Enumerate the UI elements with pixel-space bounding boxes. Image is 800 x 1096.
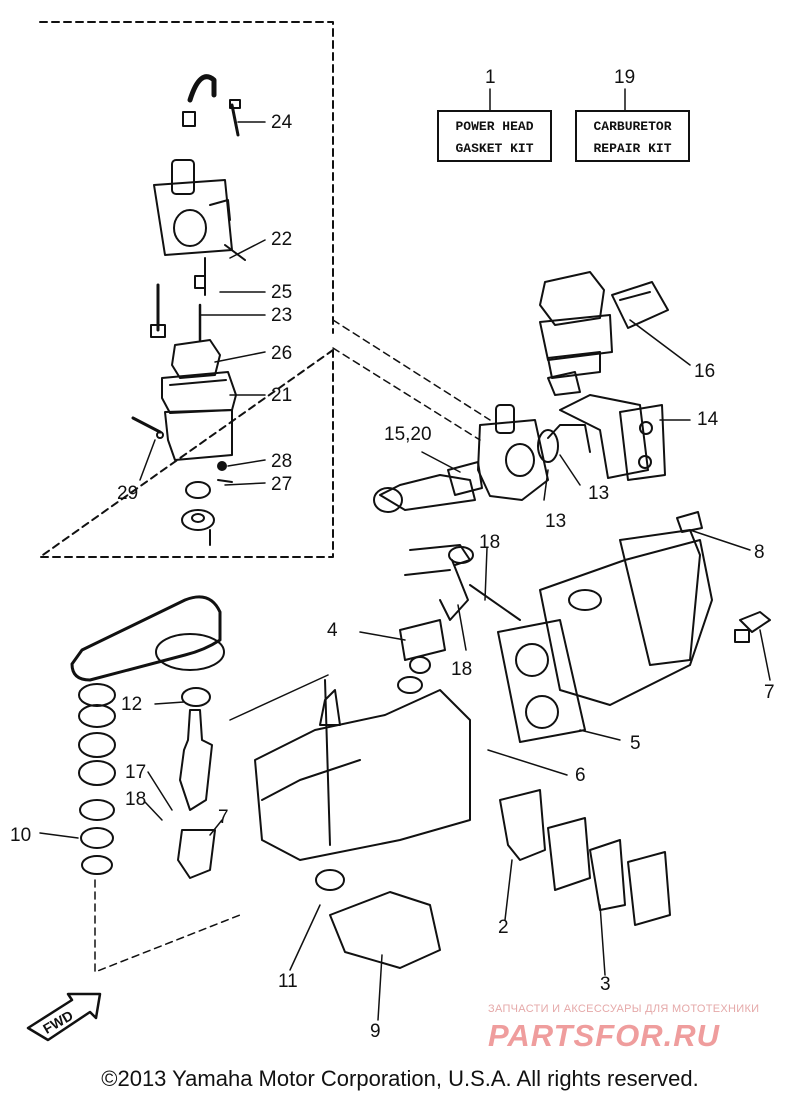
- exhaust-gasket-outer: [499, 789, 546, 861]
- exhaust-cover: [547, 817, 591, 891]
- callout-10: 10: [10, 825, 32, 846]
- callout-7: 7: [218, 807, 229, 828]
- callout-2: 2: [498, 917, 509, 938]
- callout-18: 18: [479, 532, 501, 553]
- callout-8: 8: [754, 542, 765, 563]
- callout-3: 3: [600, 974, 611, 995]
- callout-16: 16: [694, 361, 716, 382]
- callout-7: 7: [764, 682, 775, 703]
- cylinder-head-drawing: [404, 511, 771, 743]
- intake-assembly-drawing: [373, 271, 669, 513]
- exhaust-gasket-inner: [589, 839, 626, 911]
- callout-5: 5: [630, 733, 641, 754]
- callout-28: 28: [271, 451, 293, 472]
- kit-line-2: REPAIR KIT: [593, 141, 672, 156]
- detail-leader-top: [332, 319, 491, 421]
- callout-12: 12: [121, 694, 143, 715]
- callout-25: 25: [271, 282, 293, 303]
- callout-15-20: 15,20: [384, 424, 432, 445]
- callout-11: 11: [278, 971, 298, 992]
- callout-26: 26: [271, 343, 293, 364]
- callout-27: 27: [271, 474, 293, 495]
- copyright-notice: ©2013 Yamaha Motor Corporation, U.S.A. A…: [101, 1066, 699, 1091]
- callout-1: 1: [485, 67, 496, 88]
- callout-14: 14: [697, 409, 719, 430]
- callout-18: 18: [125, 789, 147, 810]
- fwd-arrow: [26, 992, 102, 1042]
- watermark-logo: PARTSFOR.RU: [488, 1018, 721, 1053]
- crankcase-drawing: [254, 619, 471, 891]
- crankshaft-drawing: [177, 687, 216, 879]
- base-gasket: [329, 891, 441, 969]
- carburetor-body-drawing: [131, 74, 246, 546]
- seal-stack-drawing: [78, 683, 116, 875]
- callout-17: 17: [125, 762, 147, 783]
- carburetor-repair-kit-label: CARBURETOR REPAIR KIT: [575, 110, 690, 162]
- power-head-gasket-kit-label: POWER HEAD GASKET KIT: [437, 110, 552, 162]
- callout-13: 13: [588, 483, 610, 504]
- callout-21: 21: [271, 385, 293, 406]
- callout-22: 22: [271, 229, 293, 250]
- callout-24: 24: [271, 112, 293, 133]
- exhaust-plate: [627, 851, 671, 926]
- watermark-tagline: ЗАПЧАСТИ И АКСЕССУАРЫ ДЛЯ МОТОТЕХНИКИ: [488, 1003, 760, 1015]
- callout-6: 6: [575, 765, 586, 786]
- carburetor-detail-frame: [39, 21, 334, 558]
- callout-13: 13: [545, 511, 567, 532]
- kit-line-1: POWER HEAD: [455, 119, 534, 134]
- callout-19: 19: [614, 67, 636, 88]
- callout-23: 23: [271, 305, 293, 326]
- callout-4: 4: [327, 620, 338, 641]
- callout-18: 18: [451, 659, 473, 680]
- callout-29: 29: [117, 483, 139, 504]
- detail-leader-bottom: [332, 347, 481, 441]
- kit-line-2: GASKET KIT: [455, 141, 534, 156]
- kit-line-1: CARBURETOR: [593, 119, 672, 134]
- callout-9: 9: [370, 1021, 381, 1042]
- belt-drawing: [70, 595, 225, 682]
